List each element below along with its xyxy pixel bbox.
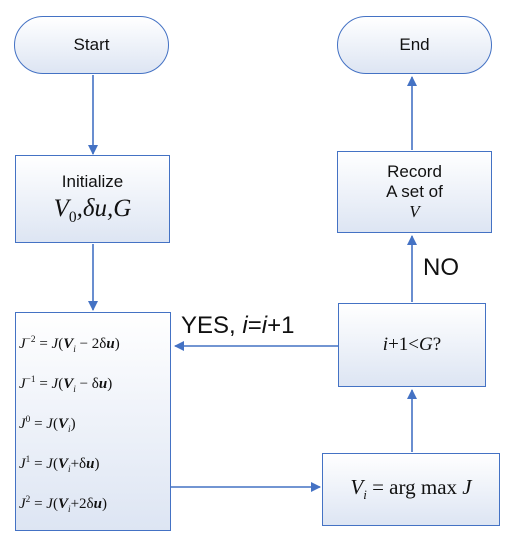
equation-j-minus-2: J−2 = J(Vi − 2δu) (19, 335, 120, 355)
initialize-title: Initialize (61, 171, 124, 191)
equation-j-0: J0 = J(Vi) (19, 415, 76, 435)
record-line2: A set of (386, 182, 443, 201)
equation-j-minus-1: J−1 = J(Vi − δu) (19, 375, 113, 395)
record-node: Record A set of V (337, 151, 492, 233)
no-edge-label: NO (423, 254, 459, 281)
yes-edge-label: YES, i=i+1 (181, 312, 295, 339)
equation-j-2: J2 = J(Vi+2δu) (19, 495, 107, 515)
condition-node: i+1<G? (338, 303, 486, 387)
record-var: V (409, 202, 420, 221)
initialize-params: V0,δu,G (53, 194, 132, 226)
start-label: Start (73, 35, 110, 54)
argmax-text: Vi = arg max J (350, 475, 472, 503)
j-equations: J−2 = J(Vi − 2δu) J−1 = J(Vi − δu) J0 = … (19, 325, 120, 525)
record-line1: Record (387, 162, 442, 181)
evaluate-node: J−2 = J(Vi − 2δu) J−1 = J(Vi − δu) J0 = … (15, 312, 171, 531)
start-node: Start (14, 16, 169, 74)
end-label: End (399, 35, 430, 54)
argmax-node: Vi = arg max J (322, 453, 500, 526)
equation-j-1: J1 = J(Vi+δu) (19, 455, 100, 475)
condition-text: i+1<G? (382, 334, 442, 355)
initialize-node: Initialize V0,δu,G (15, 155, 170, 243)
end-node: End (337, 16, 492, 74)
